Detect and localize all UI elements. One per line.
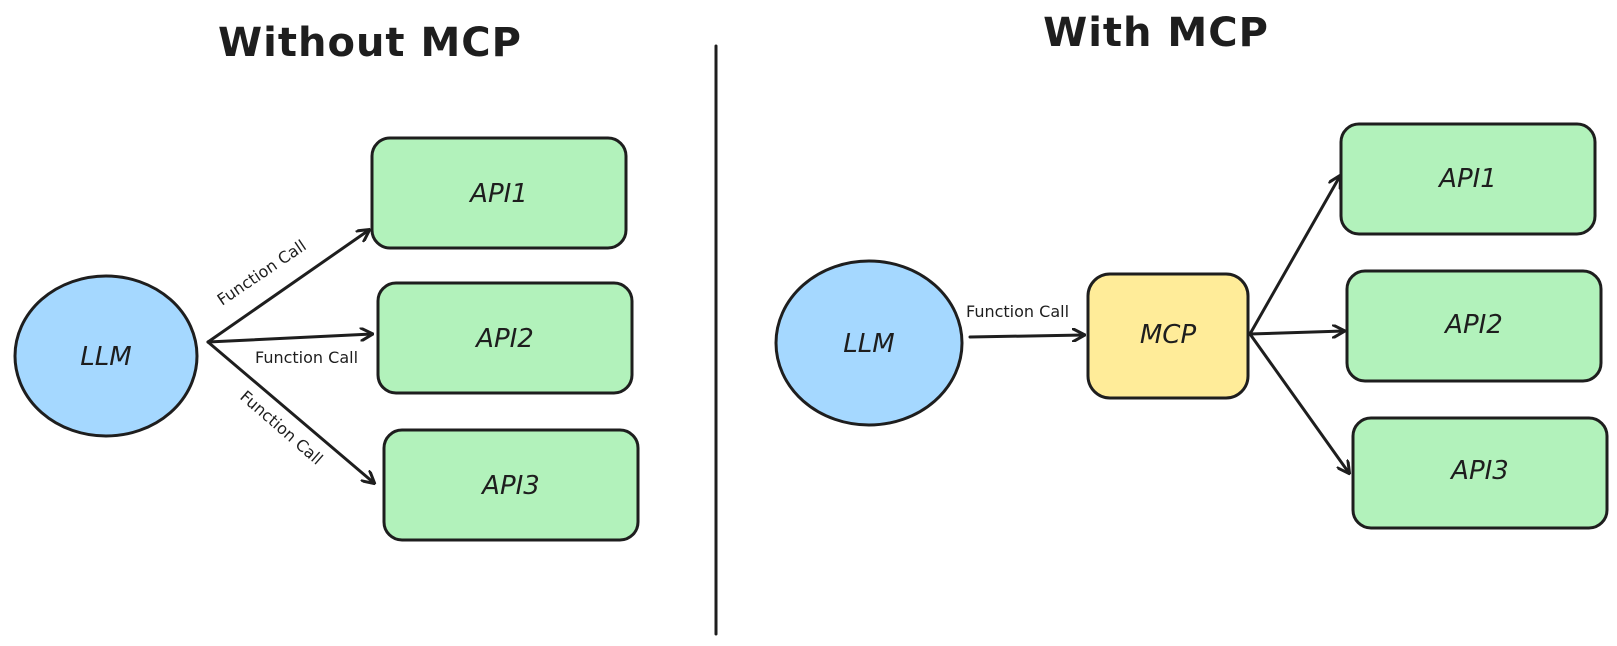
llm-label-right: LLM	[843, 329, 894, 359]
llm-node-right: LLM	[774, 259, 964, 427]
api1-node-right: API1	[1339, 122, 1597, 236]
edge-label-api3-left: Function Call	[236, 387, 326, 469]
arrow-mcp-to-api3	[1248, 332, 1349, 473]
panel-with-mcp: With MCP LLM MCP API1 API2 API3	[774, 10, 1609, 530]
api3-label-right: API3	[1449, 456, 1509, 486]
mcp-node: MCP	[1086, 272, 1250, 400]
title-without-mcp: Without MCP	[218, 20, 522, 66]
edge-label-api2-left: Function Call	[255, 348, 358, 367]
llm-circle-right	[774, 259, 964, 427]
arrow-llm-to-api2-left	[206, 334, 372, 344]
api1-box-left	[370, 136, 628, 250]
api2-label-right: API2	[1443, 310, 1503, 340]
api2-node-left: API2	[376, 281, 634, 395]
llm-node-left: LLM	[13, 274, 199, 438]
arrow-llm-to-mcp	[968, 335, 1084, 337]
llm-circle-left	[13, 274, 199, 438]
mcp-box	[1086, 272, 1250, 400]
arrow-mcp-to-api1	[1248, 176, 1340, 336]
api2-box-left	[376, 281, 634, 395]
api1-label-right: API1	[1437, 164, 1497, 194]
mcp-label: MCP	[1140, 320, 1197, 350]
api1-label-left: API1	[468, 179, 528, 209]
api3-node-left: API3	[382, 428, 640, 542]
title-with-mcp: With MCP	[1043, 10, 1269, 56]
api3-box-left	[382, 428, 640, 542]
api3-label-left: API3	[480, 471, 540, 501]
edge-label-api1-left: Function Call	[214, 236, 310, 309]
api3-box-right	[1351, 416, 1609, 530]
llm-label-left: LLM	[80, 342, 131, 372]
arrow-llm-to-api3-left	[206, 340, 374, 483]
api3-node-right: API3	[1351, 416, 1609, 530]
api2-label-left: API2	[474, 324, 534, 354]
api2-box-right	[1345, 269, 1603, 383]
arrow-llm-to-api1-left	[206, 230, 369, 344]
api1-node-left: API1	[370, 136, 628, 250]
arrow-mcp-to-api2	[1248, 331, 1344, 334]
edge-label-llm-to-mcp: Function Call	[966, 302, 1069, 321]
panel-without-mcp: Without MCP LLM API1 API2 API3 Function …	[13, 20, 640, 542]
api2-node-right: API2	[1345, 269, 1603, 383]
